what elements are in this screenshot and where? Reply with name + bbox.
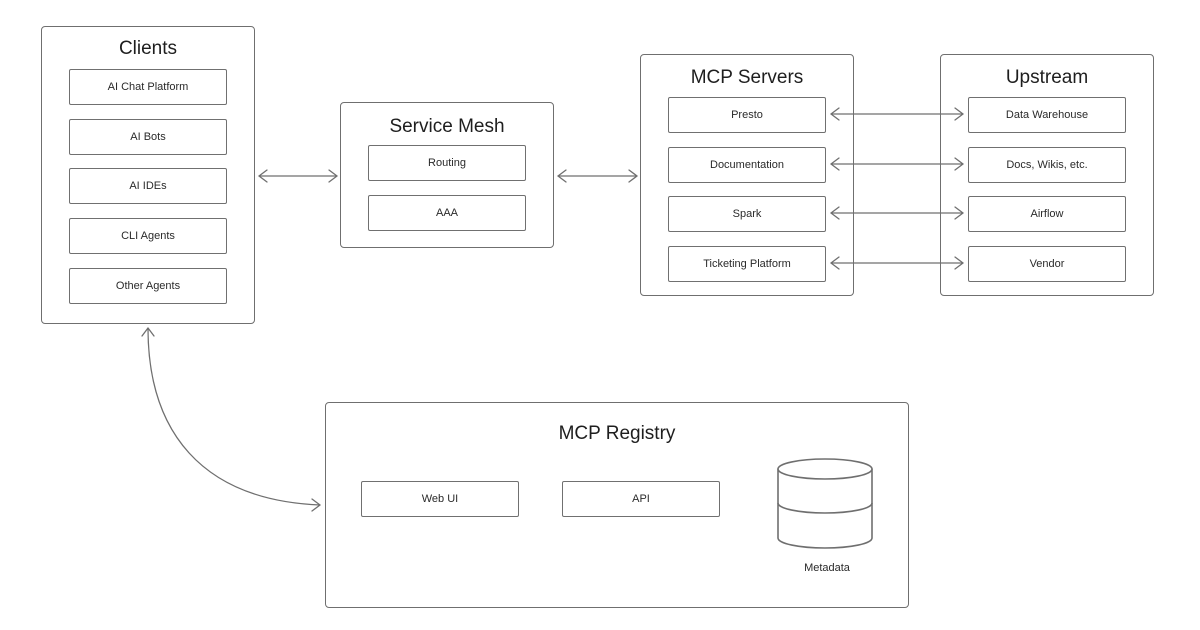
clients-title: Clients xyxy=(118,38,178,59)
upstream-vendor: Vendor xyxy=(968,246,1126,282)
arrow-ticketing-vendor xyxy=(830,256,964,270)
arrow-service-mesh-mcp-servers xyxy=(557,169,638,183)
database-icon xyxy=(777,458,873,549)
client-ai-bots: AI Bots xyxy=(69,119,227,155)
arrow-clients-service-mesh xyxy=(258,169,338,183)
upstream-group: Upstream Data Warehouse Docs, Wikis, etc… xyxy=(940,54,1154,296)
mcp-server-spark: Spark xyxy=(668,196,826,232)
mcp-registry-group: MCP Registry Web UI API Metadata xyxy=(325,402,909,608)
mcp-server-presto: Presto xyxy=(668,97,826,133)
upstream-docs-wikis: Docs, Wikis, etc. xyxy=(968,147,1126,183)
client-other-agents: Other Agents xyxy=(69,268,227,304)
arrow-clients-registry xyxy=(141,327,321,512)
arrow-documentation-docs xyxy=(830,157,964,171)
service-mesh-group: Service Mesh Routing AAA xyxy=(340,102,554,248)
upstream-title: Upstream xyxy=(1005,67,1089,88)
client-ai-chat-platform: AI Chat Platform xyxy=(69,69,227,105)
registry-web-ui: Web UI xyxy=(361,481,519,517)
service-mesh-title: Service Mesh xyxy=(389,116,505,137)
service-mesh-routing: Routing xyxy=(368,145,526,181)
client-cli-agents: CLI Agents xyxy=(69,218,227,254)
clients-group: Clients AI Chat Platform AI Bots AI IDEs… xyxy=(41,26,255,324)
metadata-label: Metadata xyxy=(804,562,850,574)
mcp-servers-title: MCP Servers xyxy=(690,67,804,88)
mcp-registry-title: MCP Registry xyxy=(558,423,676,444)
mcp-servers-group: MCP Servers Presto Documentation Spark T… xyxy=(640,54,854,296)
service-mesh-aaa: AAA xyxy=(368,195,526,231)
arrow-spark-airflow xyxy=(830,206,964,220)
arrow-presto-data-warehouse xyxy=(830,107,964,121)
upstream-data-warehouse: Data Warehouse xyxy=(968,97,1126,133)
upstream-airflow: Airflow xyxy=(968,196,1126,232)
registry-api: API xyxy=(562,481,720,517)
mcp-server-ticketing-platform: Ticketing Platform xyxy=(668,246,826,282)
client-ai-ides: AI IDEs xyxy=(69,168,227,204)
mcp-server-documentation: Documentation xyxy=(668,147,826,183)
